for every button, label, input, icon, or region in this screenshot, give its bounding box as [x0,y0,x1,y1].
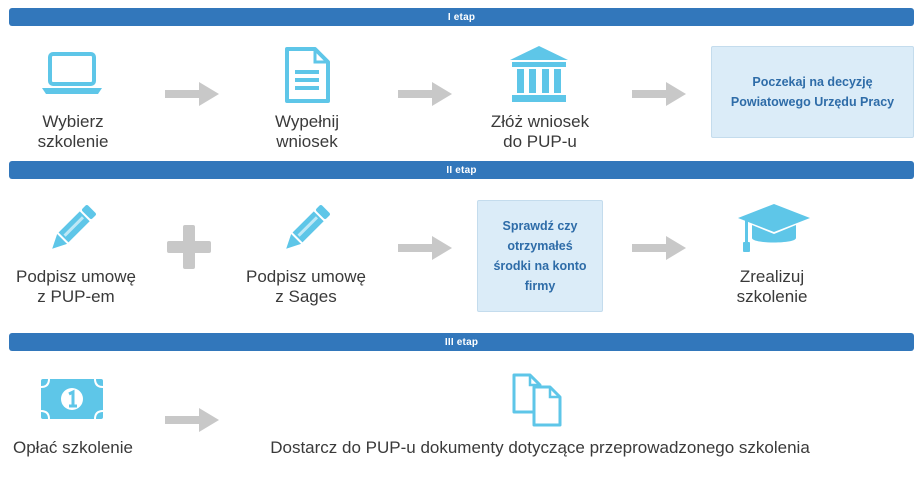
step-select-course: Wybierz szkolenie [8,112,138,152]
plus-icon [167,225,211,269]
stage-3-title: III etap [444,336,479,348]
step-label-line2: wniosek [276,132,338,151]
step-label-line1: Opłać szkolenie [12,438,133,457]
money-icon [40,378,104,420]
note-check-funds: Sprawdź czy otrzymałeś środki na konto f… [477,200,603,312]
graduation-cap-icon [738,204,810,252]
arrow-right-icon [165,408,219,432]
pencil-icon [52,205,96,249]
building-icon [510,46,568,102]
note-wait-decision: Poczekaj na decyzję Powiatowego Urzędu P… [711,46,914,138]
document-icon [285,47,330,103]
arrow-right-icon [398,236,452,260]
laptop-icon [42,52,102,94]
step-pay-course: Opłać szkolenie [6,438,140,458]
stage-1-title: I etap [447,11,476,23]
step-label-line1: Podpisz umowę [15,267,136,286]
stage-1-header: I etap [9,8,914,26]
step-sign-contract-pup: Podpisz umowę z PUP-em [6,267,146,307]
step-label-line1: Złóż wniosek [490,112,590,131]
step-deliver-documents: Dostarcz do PUP-u dokumenty dotyczące pr… [240,438,840,458]
arrow-right-icon [398,82,452,106]
note-text: Poczekaj na decyzję Powiatowego Urzędu P… [730,75,895,109]
step-label-line2: z PUP-em [37,287,115,306]
note-text: Sprawdź czy otrzymałeś środki na konto f… [493,219,587,293]
step-label-line1: Wypełnij [274,112,340,131]
arrow-right-icon [165,82,219,106]
documents-icon [512,373,562,427]
step-label-line1: Zrealizuj [739,267,805,286]
step-label-line1: Podpisz umowę [245,267,366,286]
step-fill-application: Wypełnij wniosek [242,112,372,152]
step-label-line1: Wybierz [42,112,104,131]
step-sign-contract-sages: Podpisz umowę z Sages [236,267,376,307]
pencil-icon [286,205,330,249]
step-label-line2: szkolenie [736,287,808,306]
step-label-line2: szkolenie [37,132,109,151]
step-label-line2: do PUP-u [503,132,577,151]
stage-2-title: II etap [446,164,477,176]
step-complete-course: Zrealizuj szkolenie [702,267,842,307]
stage-2-header: II etap [9,161,914,179]
step-label-line2: z Sages [275,287,337,306]
stage-3-header: III etap [9,333,914,351]
arrow-right-icon [632,82,686,106]
arrow-right-icon [632,236,686,260]
step-label-line1: Dostarcz do PUP-u dokumenty dotyczące pr… [270,438,810,457]
step-submit-application: Złóż wniosek do PUP-u [470,112,610,152]
